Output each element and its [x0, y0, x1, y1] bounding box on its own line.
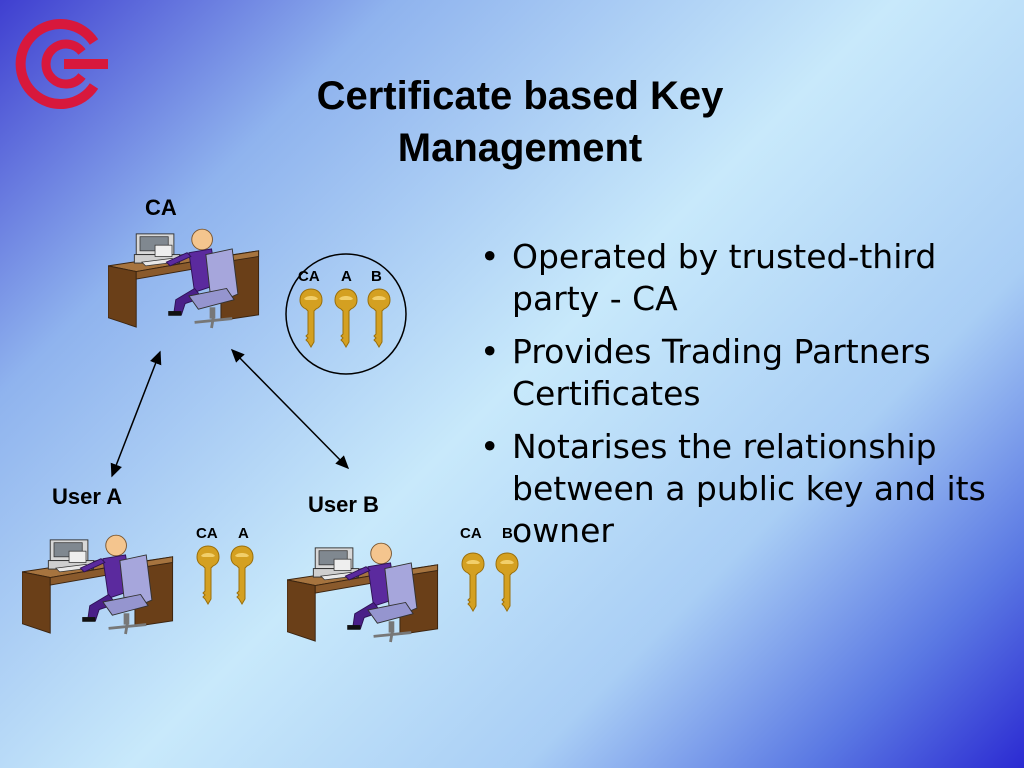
logo-mark	[15, 19, 108, 109]
ca-key-label-b: B	[371, 268, 382, 285]
key-icon	[230, 545, 254, 605]
bullet-text: Notarises the relationship between a pub…	[512, 427, 986, 550]
double-arrow-ca-usera	[110, 350, 162, 478]
bullet-item: •Provides Trading Partners Certificates	[480, 332, 931, 413]
ca-key-label-ca: CA	[298, 268, 320, 285]
user-a-workstation-icon	[22, 533, 175, 636]
user-b-key-label-ca: CA	[460, 525, 482, 542]
bullet-item: •Notarises the relationship between a pu…	[480, 427, 986, 550]
ca-key-label-a: A	[341, 268, 352, 285]
ca-label: CA	[145, 195, 177, 220]
user-a-key-label-a: A	[238, 525, 249, 542]
bullet-list: •Operated by trusted-third party - CA •P…	[478, 236, 998, 563]
bullet-item: •Operated by trusted-third party - CA	[480, 237, 937, 318]
bullet-text: Provides Trading Partners Certificates	[512, 332, 931, 413]
user-b-workstation-icon	[287, 541, 440, 644]
user-a-key-label-ca: CA	[196, 525, 218, 542]
user-a-label: User A	[52, 484, 123, 509]
user-b-label: User B	[308, 492, 379, 517]
key-icon	[196, 545, 220, 605]
bullet-text: Operated by trusted-third party - CA	[512, 237, 937, 318]
slide-title: Certificate based Key Management	[316, 74, 724, 170]
user-b-key-label-b: B	[502, 525, 513, 542]
double-arrow-ca-userb	[230, 348, 350, 470]
